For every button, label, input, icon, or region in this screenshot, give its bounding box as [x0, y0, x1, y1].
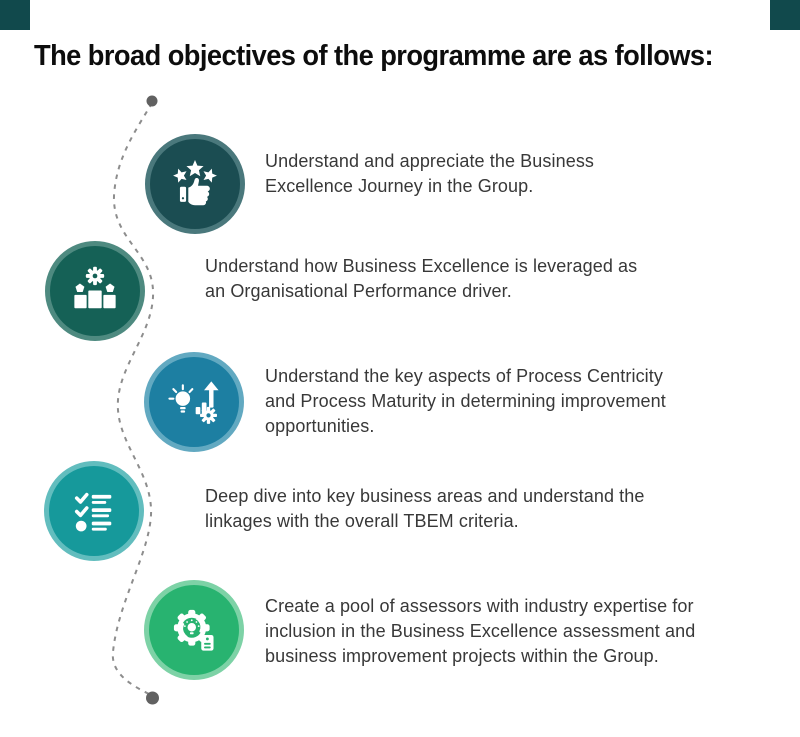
objective-2-text: Understand how Business Excellence is le…: [205, 256, 638, 301]
idea-growth-gear-icon: [168, 381, 219, 424]
corner-accent-top-left: [0, 0, 30, 30]
objective-5-badge: [144, 580, 244, 680]
corner-accent-top-right: [770, 0, 800, 30]
objective-4-badge: [44, 461, 144, 561]
timeline-end-dot: [146, 691, 159, 705]
checklist-icon: [74, 492, 112, 532]
objective-3-text: Understand the key aspects of Process Ce…: [265, 366, 666, 436]
thumbs-up-stars-icon: [173, 159, 217, 206]
timeline-dashed-path: [111, 102, 155, 695]
objective-3-badge: [144, 352, 244, 452]
objective-5-text: Create a pool of assessors with industry…: [265, 596, 696, 666]
objective-1-badge: [145, 134, 245, 234]
team-podium-gear-icon: [74, 266, 116, 309]
timeline-start-dot: [146, 95, 158, 107]
objective-2-badge: [45, 241, 145, 341]
objective-4-text: Deep dive into key business areas and un…: [205, 486, 645, 531]
gear-bulb-tag-icon: [173, 609, 214, 651]
objective-1-text: Understand and appreciate the Business E…: [265, 151, 595, 196]
page-title: The broad objectives of the programme ar…: [34, 40, 714, 72]
